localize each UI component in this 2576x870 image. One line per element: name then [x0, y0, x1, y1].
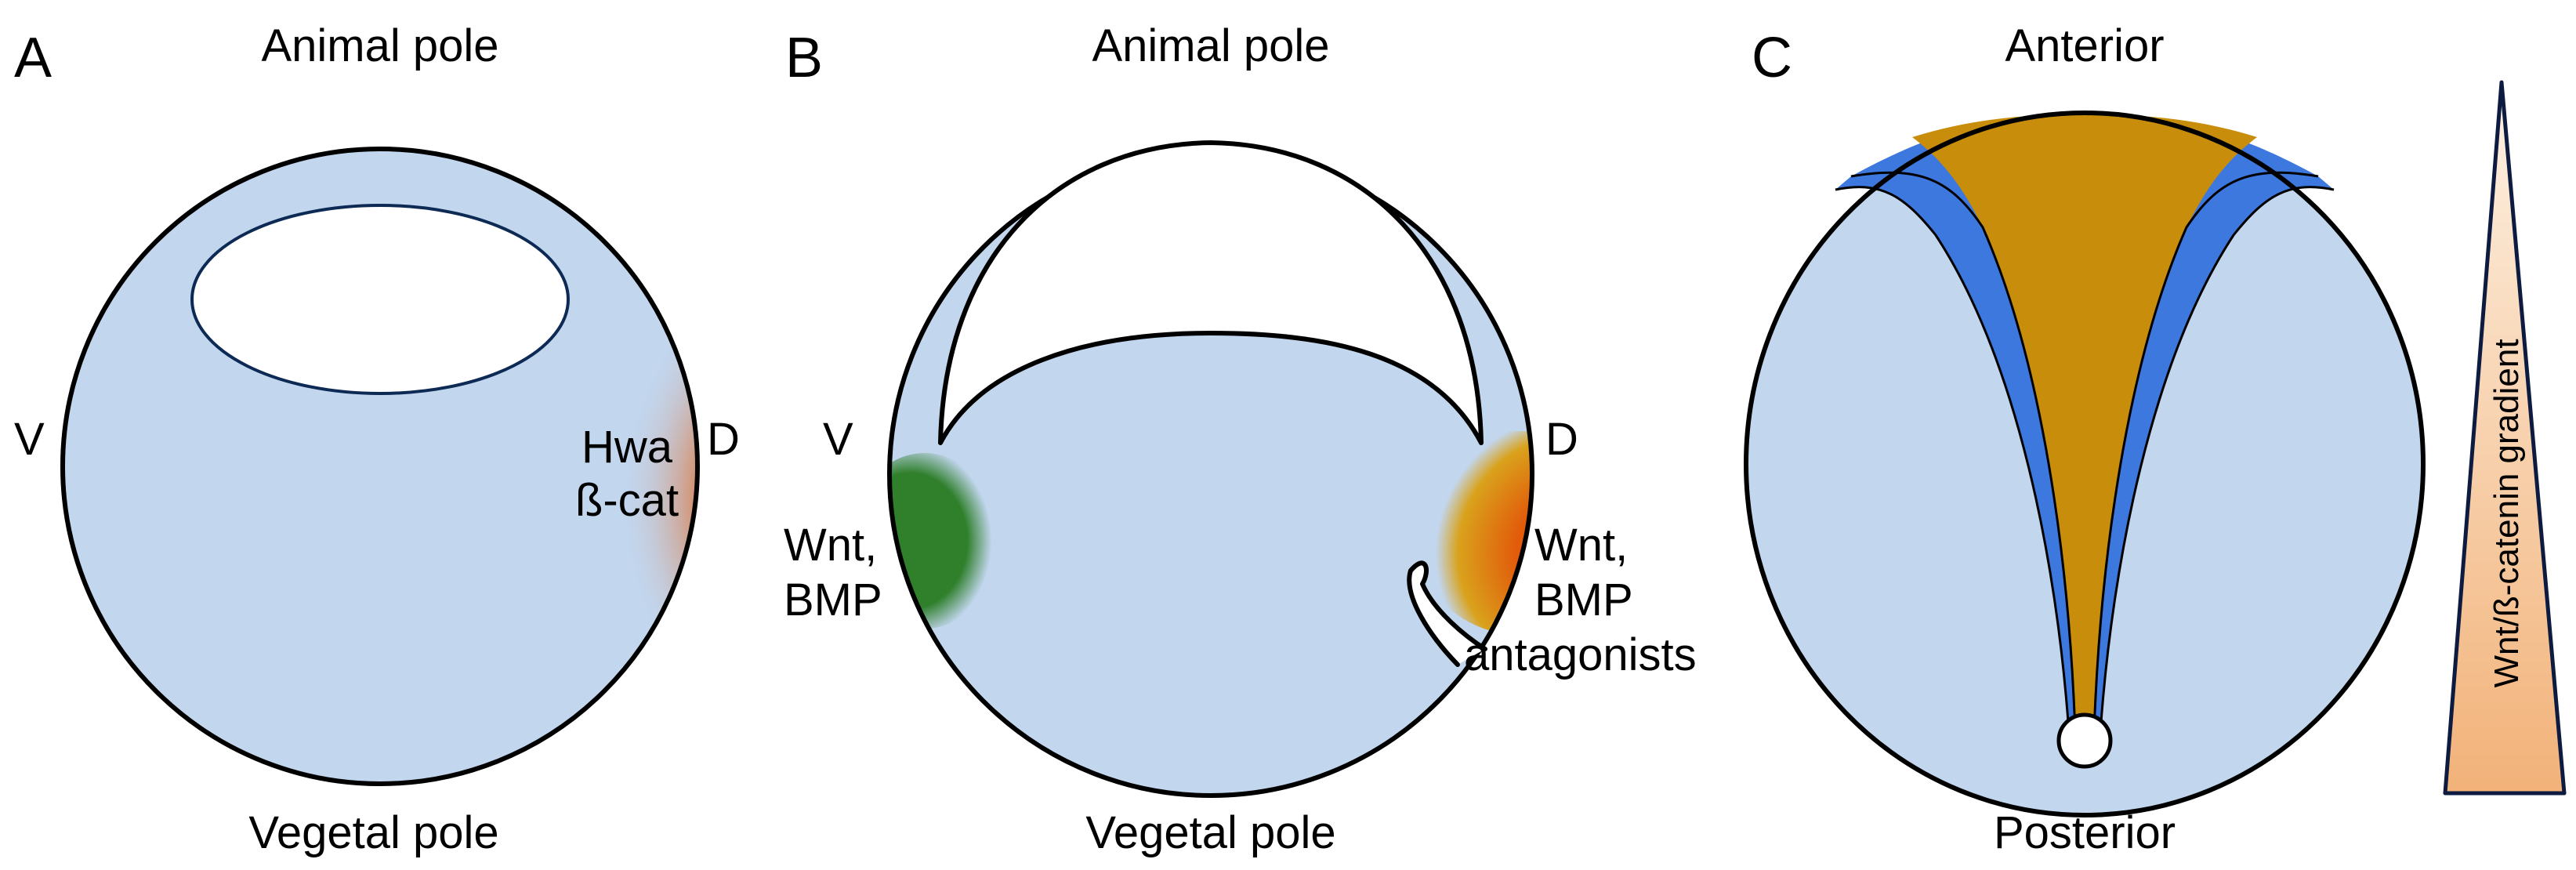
panel-a-hwa-region: [560, 314, 697, 690]
panel-c-midline-outline-left: [1835, 186, 2071, 734]
panel-b-dorsal-signal-line3: antagonists: [1464, 629, 1697, 680]
panel-c-letter: C: [1752, 27, 1792, 89]
panel-c-anterior-label: Anterior: [2005, 20, 2164, 71]
panel-a-bcat-label: ß-cat: [575, 475, 679, 526]
panel-b-blastopore-outline: [1407, 560, 1487, 667]
panel-c-inner-outline-right: [2092, 171, 2319, 734]
panel-b-ventral-signal-region: [889, 453, 999, 629]
panel-b-dorsal-signal-line1: Wnt,: [1534, 520, 1628, 571]
panel-a-letter: A: [14, 27, 52, 89]
panel-a-blastocoel: [190, 204, 570, 395]
panel-b-letter: B: [785, 27, 823, 89]
panel-b-dorsal-organizer-region: [1415, 431, 1532, 635]
wnt-gradient-wedge: [2443, 80, 2567, 796]
panel-b-vegetal-pole-label: Vegetal pole: [1085, 807, 1335, 858]
panel-c-blastopore: [2056, 712, 2113, 769]
panel-c-anterior-neural-region: [1912, 114, 2257, 733]
panel-c-embryo-outline: [1744, 111, 2426, 817]
panel-b-ventral-label: V: [823, 414, 853, 465]
panel-a-dorsal-label: D: [707, 414, 740, 465]
panel-b-ventral-signal-line2: BMP: [784, 575, 882, 625]
wnt-gradient-label: Wnt/ß-catenin gradient: [2487, 339, 2526, 687]
panel-b-dorsal-signal-line2: BMP: [1534, 575, 1633, 625]
panel-b-blastocoel: [938, 140, 1484, 445]
panel-c-midline-outline-right: [2099, 186, 2335, 734]
panel-b-blastopore-lip: [1409, 563, 1485, 665]
panel-a-animal-pole-label: Animal pole: [261, 20, 498, 71]
panel-b-dorsal-label: D: [1545, 414, 1578, 465]
panel-a: A Animal pole V D Hwa ß-cat Vegetal pole: [14, 20, 740, 858]
panel-b-animal-pole-label: Animal pole: [1092, 20, 1329, 71]
panel-b-ventral-signal-line1: Wnt,: [784, 520, 877, 571]
panel-a-vegetal-pole-label: Vegetal pole: [248, 807, 498, 858]
panel-b: B Animal pole V D Wnt, BMP Wnt, BMP anta…: [784, 20, 1697, 858]
panel-a-ventral-label: V: [14, 414, 45, 465]
panel-c: C Anterior Posterior Wnt/ß-catenin gradi…: [1744, 20, 2567, 858]
panel-c-posterior-label: Posterior: [1994, 807, 2176, 858]
panel-c-inner-outline-left: [1850, 171, 2077, 734]
panel-a-hwa-label: Hwa: [582, 422, 673, 473]
panel-a-embryo-outline: [60, 147, 700, 786]
